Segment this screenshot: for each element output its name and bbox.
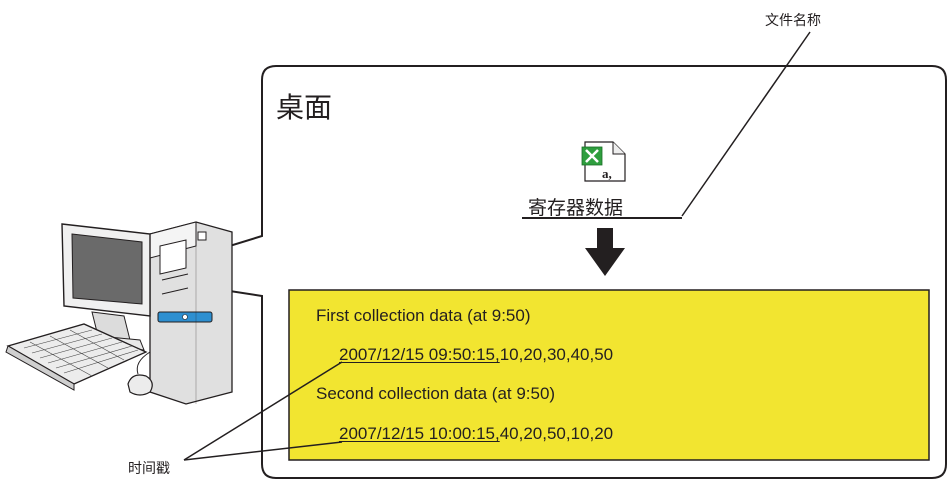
file-name: 寄存器数据	[528, 197, 624, 219]
computer-illustration	[5, 221, 233, 405]
file-name-callout-label: 文件名称	[765, 13, 821, 29]
second-collection-record: 2007/12/15 10:00:15,40,20,50,10,20	[339, 424, 613, 444]
file-name-leader	[681, 31, 811, 217]
desktop-title: 桌面	[276, 91, 333, 124]
timestamp-leader-2	[183, 441, 343, 461]
excel-file-icon: a,	[581, 141, 626, 182]
timestamp-leader-1	[183, 361, 343, 461]
pc-keyboard	[5, 323, 148, 391]
first-collection-heading: First collection data (at 9:50)	[316, 306, 531, 325]
pc-mouse	[127, 351, 153, 396]
data-box	[288, 289, 930, 461]
second-record-timestamp: 2007/12/15 10:00:15,	[339, 424, 500, 443]
pc-tower	[149, 221, 233, 405]
first-collection-record: 2007/12/15 09:50:15,10,20,30,40,50	[339, 345, 613, 365]
second-record-values: 40,20,50,10,20	[499, 424, 614, 443]
first-record-timestamp: 2007/12/15 09:50:15,	[339, 345, 500, 364]
svg-text:a,: a,	[602, 166, 612, 181]
down-arrow-icon	[585, 228, 625, 276]
timestamp-label: 时间戳	[128, 461, 170, 477]
second-collection-heading: Second collection data (at 9:50)	[316, 384, 556, 403]
first-record-values: 10,20,30,40,50	[499, 345, 614, 364]
